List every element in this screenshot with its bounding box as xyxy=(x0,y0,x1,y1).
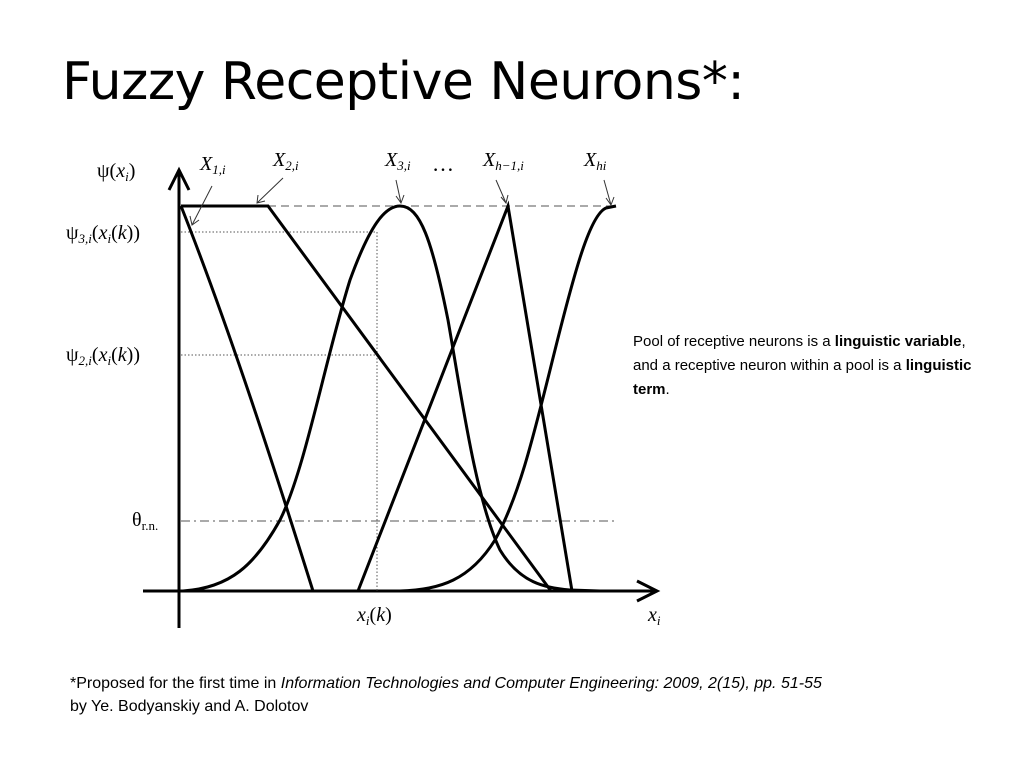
k-symbol: k xyxy=(376,604,386,626)
membership-curve-xh-1 xyxy=(356,200,574,592)
subscript: r.n. xyxy=(141,518,159,533)
membership-curve-xh xyxy=(399,204,617,593)
note-text: , and a receptive neuron within a pool i… xyxy=(633,333,966,374)
subscript: 1,i xyxy=(212,162,226,177)
term-ellipsis: … xyxy=(432,151,454,176)
subscript: 2,i xyxy=(78,353,92,368)
note-emphasis: linguistic variable xyxy=(834,333,962,350)
term-label-x2: X2,i xyxy=(273,149,299,174)
psi-symbol: ψ xyxy=(97,160,110,182)
term-label-x1: X1,i xyxy=(200,153,226,178)
x-symbol: x xyxy=(648,604,657,626)
subscript: i xyxy=(107,231,112,246)
subscript: 2,i xyxy=(285,158,299,173)
term-label-xh: Xhi xyxy=(584,149,606,174)
footnote-authors: by Ye. Bodyanskiy and A. Dolotov xyxy=(70,698,309,715)
x-symbol: x xyxy=(98,344,108,366)
subscript: i xyxy=(107,353,112,368)
subscript: 3,i xyxy=(397,158,411,173)
linguistic-note: Pool of receptive neurons is a linguisti… xyxy=(633,330,983,402)
callout-x3 xyxy=(395,179,402,204)
theta-symbol: θ xyxy=(132,509,142,531)
x-symbol: x xyxy=(357,604,366,626)
threshold-label: θr.n. xyxy=(132,509,158,534)
callout-x2-head xyxy=(256,194,266,204)
term-symbol: X xyxy=(385,149,398,171)
psi2-label: ψ2,i(xi(k)) xyxy=(66,344,140,368)
footnote-text: *Proposed for the first time in xyxy=(70,675,281,692)
term-symbol: X xyxy=(273,149,286,171)
citation: Information Technologies and Computer En… xyxy=(280,675,822,692)
k-symbol: k xyxy=(117,344,127,366)
callout-x1 xyxy=(191,185,213,226)
callout-xh-head xyxy=(605,196,615,207)
callout-x2 xyxy=(256,177,284,204)
callout-x3-head xyxy=(395,194,405,205)
slide-title: Fuzzy Receptive Neurons*: xyxy=(62,52,745,112)
callout-xh-1-head xyxy=(500,194,509,205)
psi-symbol: ψ xyxy=(66,222,79,244)
y-axis-label: ψ(xi) xyxy=(97,160,135,185)
term-label-xh-1: Xh−1,i xyxy=(483,149,524,174)
input-value-label: xi(k) xyxy=(357,604,392,628)
term-symbol: X xyxy=(200,153,213,175)
term-label-x3: X3,i xyxy=(385,149,411,174)
subscript: i xyxy=(365,613,370,628)
x-axis-arrow xyxy=(636,579,661,603)
psi-symbol: ψ xyxy=(66,344,79,366)
subscript: i xyxy=(656,613,661,628)
psi3-label: ψ3,i(xi(k)) xyxy=(66,222,140,246)
footnote: *Proposed for the first time in Informat… xyxy=(70,672,990,718)
k-symbol: k xyxy=(117,222,127,244)
x-symbol: x xyxy=(98,222,108,244)
y-axis-arrow xyxy=(167,166,191,191)
callout-xh xyxy=(603,179,612,206)
note-text: Pool of receptive neurons is a xyxy=(633,333,835,350)
term-symbol: X xyxy=(483,149,496,171)
callout-x1-head xyxy=(189,215,200,226)
term-symbol: X xyxy=(584,149,597,171)
paren: ) xyxy=(128,160,136,182)
subscript: 3,i xyxy=(78,231,92,246)
subscript: hi xyxy=(596,158,607,173)
note-emphasis: linguistic term xyxy=(633,357,972,398)
membership-curve-x3 xyxy=(182,204,601,593)
paren: ( xyxy=(109,160,117,182)
callout-xh-1 xyxy=(495,179,507,204)
x-symbol: x xyxy=(116,160,126,182)
subscript: h−1,i xyxy=(495,158,524,173)
membership-curve-x1 xyxy=(179,205,315,592)
note-text: . xyxy=(665,381,670,398)
membership-curve-x2 xyxy=(181,204,553,592)
x-axis-label: xi xyxy=(648,604,661,629)
subscript: i xyxy=(125,169,129,184)
